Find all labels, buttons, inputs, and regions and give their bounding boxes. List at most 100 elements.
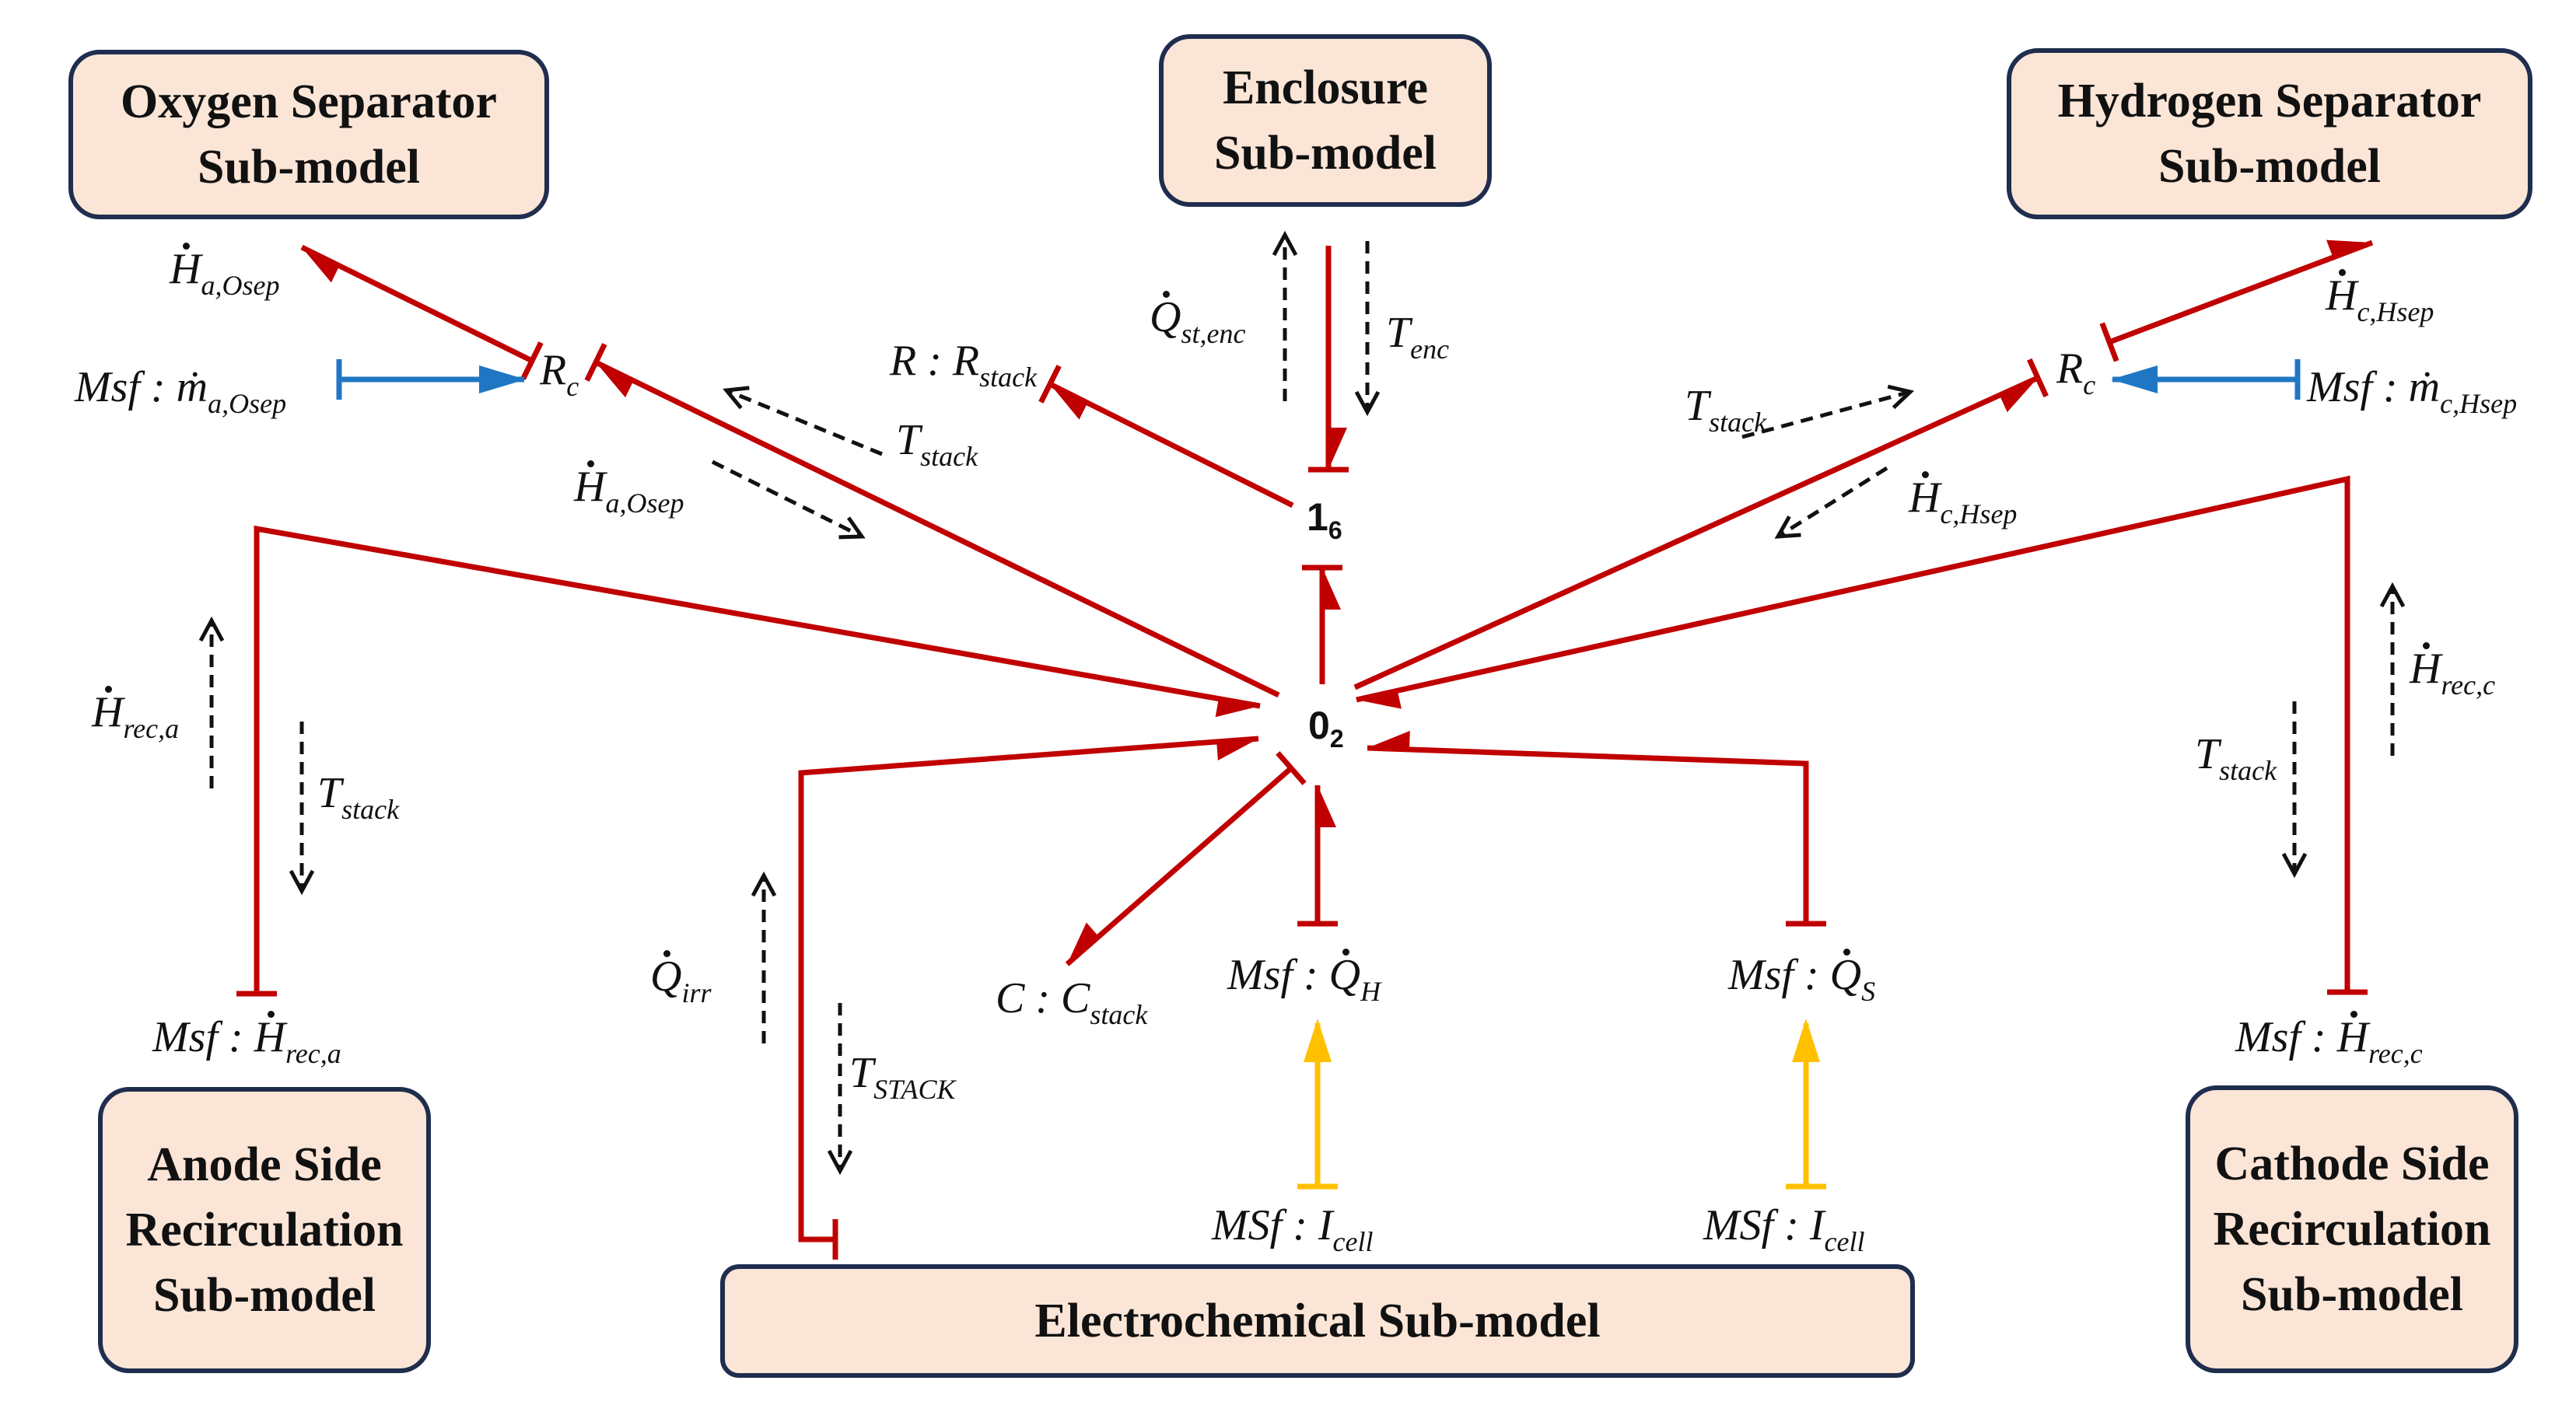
label-subscript: c,Hsep [2357,296,2434,328]
bond-anode-rec-to-zero [254,525,1261,994]
bond-electrochemical-to-zero [798,736,1259,1242]
rc-left-label: Rc [540,348,579,400]
box-line: Oxygen Separator [121,75,497,128]
label-subscript: rec,a [123,713,180,745]
signal-arrow-head [1354,390,1381,417]
signal-arrow-head [751,871,777,897]
label-symbol: R [952,337,980,385]
box-line: Recirculation [125,1204,404,1256]
label-subscript: c [566,371,579,403]
label-symbol: I [1318,1201,1333,1249]
t-enc-label: Tenc [1386,309,1449,363]
h-c-hsep-label: Hc,Hsep [1909,471,2017,528]
bond-cathode-rec-to-zero [1356,475,2350,992]
label-symbol: Q [1150,291,1181,341]
q-st-enc-label: Qst,enc [1150,291,1245,348]
label-subscript: rec,c [2368,1038,2423,1070]
label-prefix: MSf : [1212,1201,1318,1249]
t-stack-label: Tstack [2195,732,2277,785]
causal-stroke [2027,358,2049,398]
t-stack-label: Tstack [896,416,978,470]
signal-arrow-head [2281,852,2308,879]
junction-symbol: 1 [1307,495,1328,539]
half-arrow-head [2326,239,2372,258]
bond-qs-to-zero [1367,745,1809,924]
signal-arrow-head [2379,582,2406,608]
bond-zero-to-rc-right [1353,375,2039,690]
label-subscript: stack [920,441,978,473]
label-prefix: Msf : [2235,1013,2337,1061]
box-line: Recirculation [2213,1203,2491,1256]
half-arrow-head [302,247,340,283]
box-line: Sub-model [153,1269,376,1322]
label-subscript: c,Hsep [1940,498,2018,530]
label-prefix: Msf : [75,363,177,411]
label-subscript: H [1360,976,1381,1008]
half-arrow-head [1322,568,1341,610]
label-subscript: stack [1090,999,1148,1031]
msf-h-rec-a-label: Msf : Hrec,a [152,1011,341,1068]
label-subscript: c,Hsep [2440,388,2518,420]
label-subscript: irr [681,977,712,1009]
c-stack-label: C : Cstack [996,974,1147,1029]
label-prefix: MSf : [1703,1201,1810,1249]
msf-i-cell-label: MSf : Icell [1703,1201,1864,1256]
label-symbol: H [92,686,124,736]
signal-arrow-head [289,869,315,896]
label-subscript: cell [1332,1226,1374,1258]
t-stack-label: Tstack [317,771,399,823]
label-symbol: I [1809,1201,1825,1249]
label-symbol: R [2056,344,2084,393]
msf-q-s-label: Msf : QS [1728,949,1875,1005]
t-stack-caps-label: TSTACK [849,1051,956,1103]
label-symbol: T [1386,309,1411,357]
msf-i-cell-label: MSf : Icell [1212,1201,1373,1256]
label-subscript: stack [1709,407,1767,439]
label-subscript: stack [2219,755,2277,787]
label-subscript: a,Osep [208,388,287,420]
current-arrow-head [1792,1019,1820,1062]
electrochemical-submodel-box: Electrochemical Sub-model [720,1264,1915,1378]
label-subscript: rec,a [285,1038,341,1070]
flow-arrow-head [2111,365,2158,393]
box-line: Enclosure [1222,61,1429,114]
bond-rc-left-to-oxygen-separator [300,244,534,364]
label-symbol: Q [1829,949,1862,999]
signal-arrow-head [1272,230,1298,257]
half-arrow-head [1050,384,1088,420]
t-stack-label: Tstack [1685,382,1766,436]
label-symbol: H [2326,269,2357,320]
label-symbol: ṁ [176,363,208,411]
junction-symbol: 0 [1308,704,1330,747]
label-symbol: H [254,1011,286,1061]
label-symbol: H [2410,642,2441,693]
label-symbol: ṁ [2408,363,2441,411]
label-subscript: a,Osep [201,270,280,302]
label-symbol: T [896,416,921,464]
label-symbol: H [1909,471,1941,522]
label-subscript: S [1861,976,1876,1008]
label-symbol: H [170,243,201,293]
flow-arrow-head [479,365,526,393]
half-arrow-head [1318,785,1336,827]
msf-mdot-a-osep-label: Msf : ṁa,Osep [75,363,286,418]
box-line: Electrochemical Sub-model [1034,1295,1601,1347]
one-junction: 16 [1307,495,1342,543]
zero-junction: 02 [1308,704,1344,751]
label-symbol: Q [650,950,682,1001]
signal-arrow [1776,466,1888,539]
label-symbol: H [2336,1011,2369,1061]
label-symbol: T [1685,382,1710,430]
half-arrow-head [1367,730,1410,750]
junction-index: 2 [1329,725,1344,753]
label-subscript: stack [979,362,1038,393]
q-irr-label: Qirr [650,950,711,1007]
label-symbol: C [1061,974,1090,1022]
signal-arrow-head [838,516,866,540]
h-a-osep-label: Ha,Osep [574,460,684,517]
